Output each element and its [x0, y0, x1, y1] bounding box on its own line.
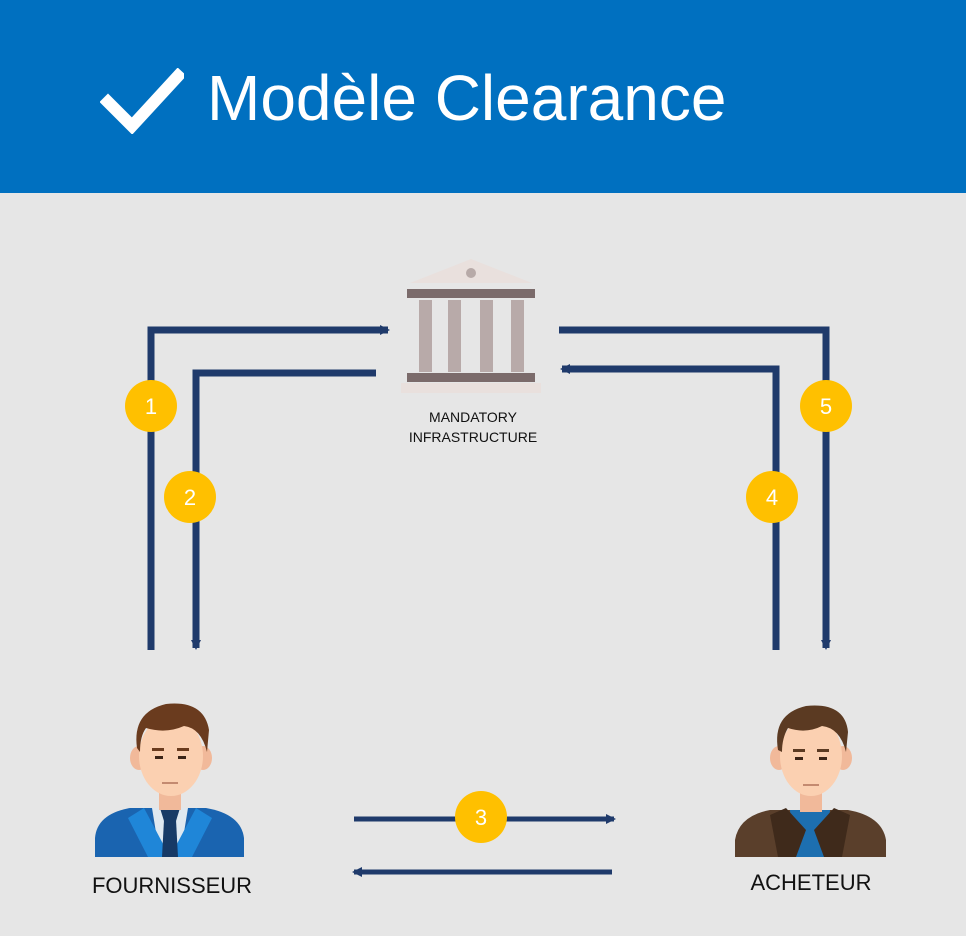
arrow-step-1 [147, 325, 390, 650]
clearance-flow-diagram: 1 2 3 4 5 [95, 259, 886, 877]
header-banner: Modèle Clearance [0, 0, 966, 193]
buyer-label: ACHETEUR [750, 870, 872, 895]
arrow-step-2 [191, 369, 376, 650]
step-number: 3 [475, 805, 487, 830]
step-badge-2: 2 [164, 471, 216, 523]
step-number: 4 [766, 485, 778, 510]
step-badge-4: 4 [746, 471, 798, 523]
step-number: 1 [145, 394, 157, 419]
step-badge-1: 1 [125, 380, 177, 432]
supplier-label: FOURNISSEUR [91, 873, 253, 898]
businessman-brown-jacket-icon [735, 705, 886, 857]
arrow-step-4 [560, 364, 780, 650]
step-badge-5: 5 [800, 380, 852, 432]
infrastructure-label-line1: MANDATORY [429, 409, 517, 425]
infrastructure-label: MANDATORY INFRASTRUCTURE [363, 407, 583, 447]
infrastructure-label-line2: INFRASTRUCTURE [408, 429, 538, 445]
arrow-step-5 [559, 326, 831, 650]
businessman-blue-suit-icon [95, 703, 244, 857]
bank-building-icon [401, 259, 541, 393]
step-number: 5 [820, 394, 832, 419]
checkmark-icon [100, 68, 184, 134]
step-badge-3: 3 [455, 791, 507, 843]
step-number: 2 [184, 485, 196, 510]
page-title: Modèle Clearance [207, 62, 727, 134]
